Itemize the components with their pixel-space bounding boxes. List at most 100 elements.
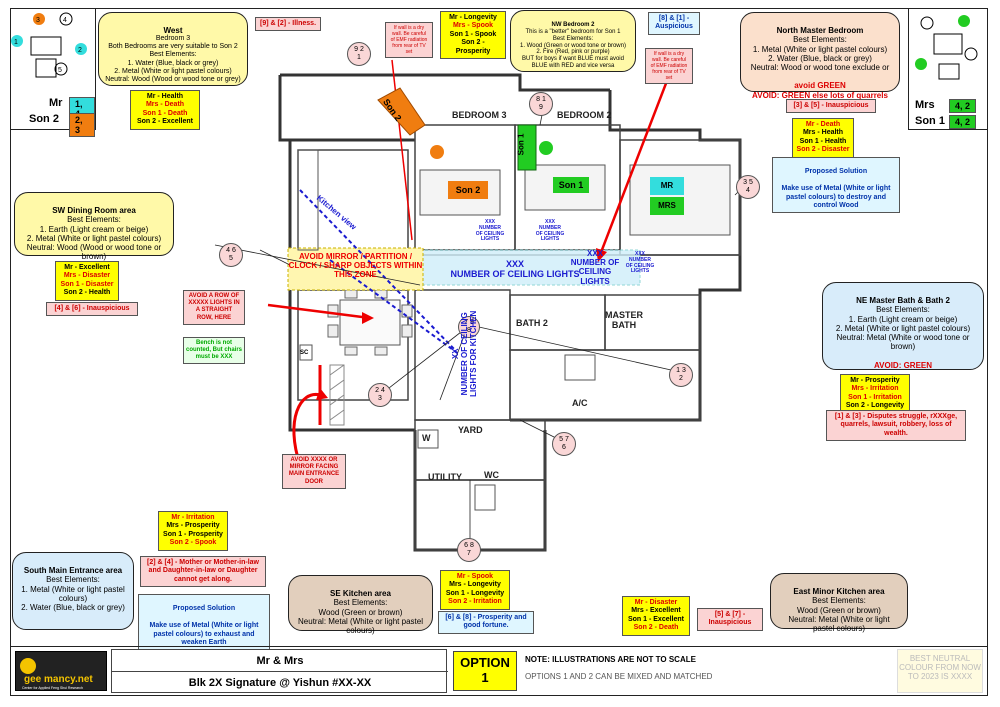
client-name: Mr & Mrs [112,650,448,672]
son1-bed-tag: Son 1 [553,177,589,193]
ne-status: Mr - Prosperity Mrs - Irritation Son 1 -… [840,374,910,414]
star-circle-354: 3 5 4 [736,175,760,199]
option-label: OPTION [460,655,510,670]
east-status: Mr - Disaster Mrs - Excellent Son 1 - Ex… [622,596,690,636]
proposed-solution-south: Proposed Solution Make use of Metal (Whi… [138,594,270,651]
nm-status-mrs: Mrs - Health [802,129,844,137]
emf-note-left: If wall is a dry wall. Be careful of EMF… [385,22,433,58]
svg-text:5: 5 [58,67,62,74]
star-circle-687: 6 8 7 [457,538,481,562]
mrs-label: Mrs [915,99,935,111]
room-bath2: BATH 2 [516,318,548,328]
logo-text: gee mancy.net [24,674,93,685]
proposed-south-text: Make use of Metal (White or light pastel… [149,622,259,646]
ne-status-mrs: Mrs - Irritation [851,385,899,393]
compass-diagram-tr [915,15,978,80]
emf-note-right: If wall is a dry wall. Be careful of EMF… [645,48,693,84]
se-kitchen-bubble: SE Kitchen area Best Elements: Wood (Gre… [288,575,433,635]
room-ac: A/C [572,398,588,408]
logo-sub: Center for Applied Feng Shui Research [22,686,83,690]
avoid-door-note: AVOID XXXX OR MIRROR FACING MAIN ENTRANC… [282,454,346,489]
se-status-mr: Mr - Spook [456,573,494,580]
ne-bath-avoid: AVOID: GREEN [873,360,933,370]
bench-note: Bench is not counted, But chairs must be… [183,337,245,364]
sw-status-son1: Son 1 - Disaster [60,280,114,288]
north-master-avoid: avoid GREEN AVOID: GREEN else lots of qu… [752,81,888,100]
star-circle-921: 9 2 1 [347,42,371,66]
proposed-solution-north: Proposed Solution Make use of Metal (Whi… [772,157,900,214]
mother-note: [2] & [4] - Mother or Mother-in-law and … [140,556,266,588]
option-box: OPTION 1 [453,651,517,691]
east-minor-bubble: East Minor Kitchen area Best Elements: W… [770,573,908,633]
se-status-son1: Son 1 - Longevity [445,589,505,597]
scale-note: NOTE: ILLUSTRATIONS ARE NOT TO SCALE [525,655,696,664]
avoid-row-lights: AVOID A ROW OF XXXXX LIGHTS IN A STRAIGH… [183,290,245,325]
ceiling-lights-master: XXX NUMBER OF CEILING LIGHTS [625,251,655,275]
mrs-bed-tag: MRS [650,197,684,215]
son1-beam-label: Son 1 [516,133,526,156]
star-circle-465: 4 6 5 [219,243,243,267]
avoid-mirror-zone: AVOID MIRROR / PARTITION / CLOCK / SHARP… [288,252,423,280]
west-status: Mr - Health Mrs - Death Son 1 - Death So… [130,90,200,130]
east-minor-text: Best Elements: Wood (Green or brown) Neu… [788,596,890,633]
south-status-mr: Mr - Irritation [171,514,215,521]
svg-text:4: 4 [63,17,67,24]
svg-text:2: 2 [78,47,82,54]
room-master-bath: MASTER BATH [605,310,643,331]
room-utility: UTILITY [428,472,462,482]
west-status-son1: Son 1 - Death [142,109,188,117]
ne-bath-bubble: NE Master Bath & Bath 2 Best Elements: 1… [822,282,984,370]
nw-status-mr: Mr - Longevity [449,14,497,21]
west-title: West [163,26,183,36]
son2-label: Son 2 [29,113,59,125]
room-yard: YARD [458,425,483,435]
star-circle-819: 8 1 9 [529,92,553,116]
se-kitchen-title: SE Kitchen area [330,589,391,599]
nm-status-son1: Son 1 - Health [799,137,847,145]
inauspicious-57: [5] & [7] - Inauspicious [697,608,763,631]
room-bedroom2: BEDROOM 2 [557,110,612,120]
ne-bath-text: Best Elements: 1. Earth (Light cream or … [835,305,971,352]
corner-tr-box: Mrs 4, 2 Son 1 4, 2 [908,9,987,130]
sw-status: Mr - Excellent Mrs - Disaster Son 1 - Di… [55,261,119,301]
south-status: Mr - Irritation Mrs - Prosperity Son 1 -… [158,511,228,551]
south-main-text: Best Elements: 1. Metal (White or light … [21,575,125,612]
proposed-north-text: Make use of Metal (White or light pastel… [781,185,891,209]
nw-text: This is a "better" bedroom for Son 1 Bes… [520,28,626,70]
sw-dining-title: SW Dining Room area [52,206,136,216]
room-sc: SC [300,350,309,356]
footer: gee mancy.net Center for Applied Feng Sh… [11,646,987,695]
sw-status-mrs: Mrs - Disaster [63,272,111,280]
option-number: 1 [481,670,489,685]
prosperity-68: [6] & [8] - Prosperity and good fortune. [438,611,534,634]
room-bedroom3: BEDROOM 3 [452,110,507,120]
ne-status-son1: Son 1 - Irritation [848,393,902,401]
east-minor-title: East Minor Kitchen area [793,587,885,597]
compass-diagram-tl: 3 4 1 2 5 [11,12,87,78]
svg-text:3: 3 [36,17,40,24]
nw-status-son1: Son 1 - Spook [449,30,497,38]
nw-status-mrs: Mrs - Spook [452,22,494,30]
south-status-son2: Son 2 - Spook [169,539,217,547]
ne-status-mr: Mr - Prosperity [850,377,900,384]
mrs-value: 4, 2 [949,99,977,113]
south-main-title: South Main Entrance area [23,566,123,576]
logo-emblem-icon [20,658,36,674]
ceiling-lights-right: XXX NUMBER OF CEILING LIGHTS [570,249,620,286]
se-status-son2: Son 2 - Irritation [448,598,502,606]
north-master-status: Mr - Death Mrs - Health Son 1 - Health S… [792,118,854,158]
ne-status-son2: Son 2 - Longevity [845,402,905,410]
east-status-mrs: Mrs - Excellent [631,607,681,615]
proposed-north-title: Proposed Solution [804,168,868,176]
west-status-mr: Mr - Health [146,93,184,100]
inauspicious-35: [3] & [5] - Inauspicious [786,99,876,114]
svg-text:1: 1 [14,39,18,46]
corner-tl-box: 3 4 1 2 5 Mr 1, 4 Son 2 2, 3 [11,9,96,137]
inauspicious-46: [4] & [6] - Inauspicious [46,302,138,317]
client-address: Blk 2X Signature @ Yishun #XX-XX [188,677,372,689]
star-circle-243: 2 4 3 [368,383,392,407]
sw-status-mr: Mr - Excellent [64,264,110,271]
client-box: Mr & Mrs Blk 2X Signature @ Yishun #XX-X… [111,649,448,693]
star-circle-576: 5 7 6 [552,432,576,456]
room-w: W [422,433,431,443]
